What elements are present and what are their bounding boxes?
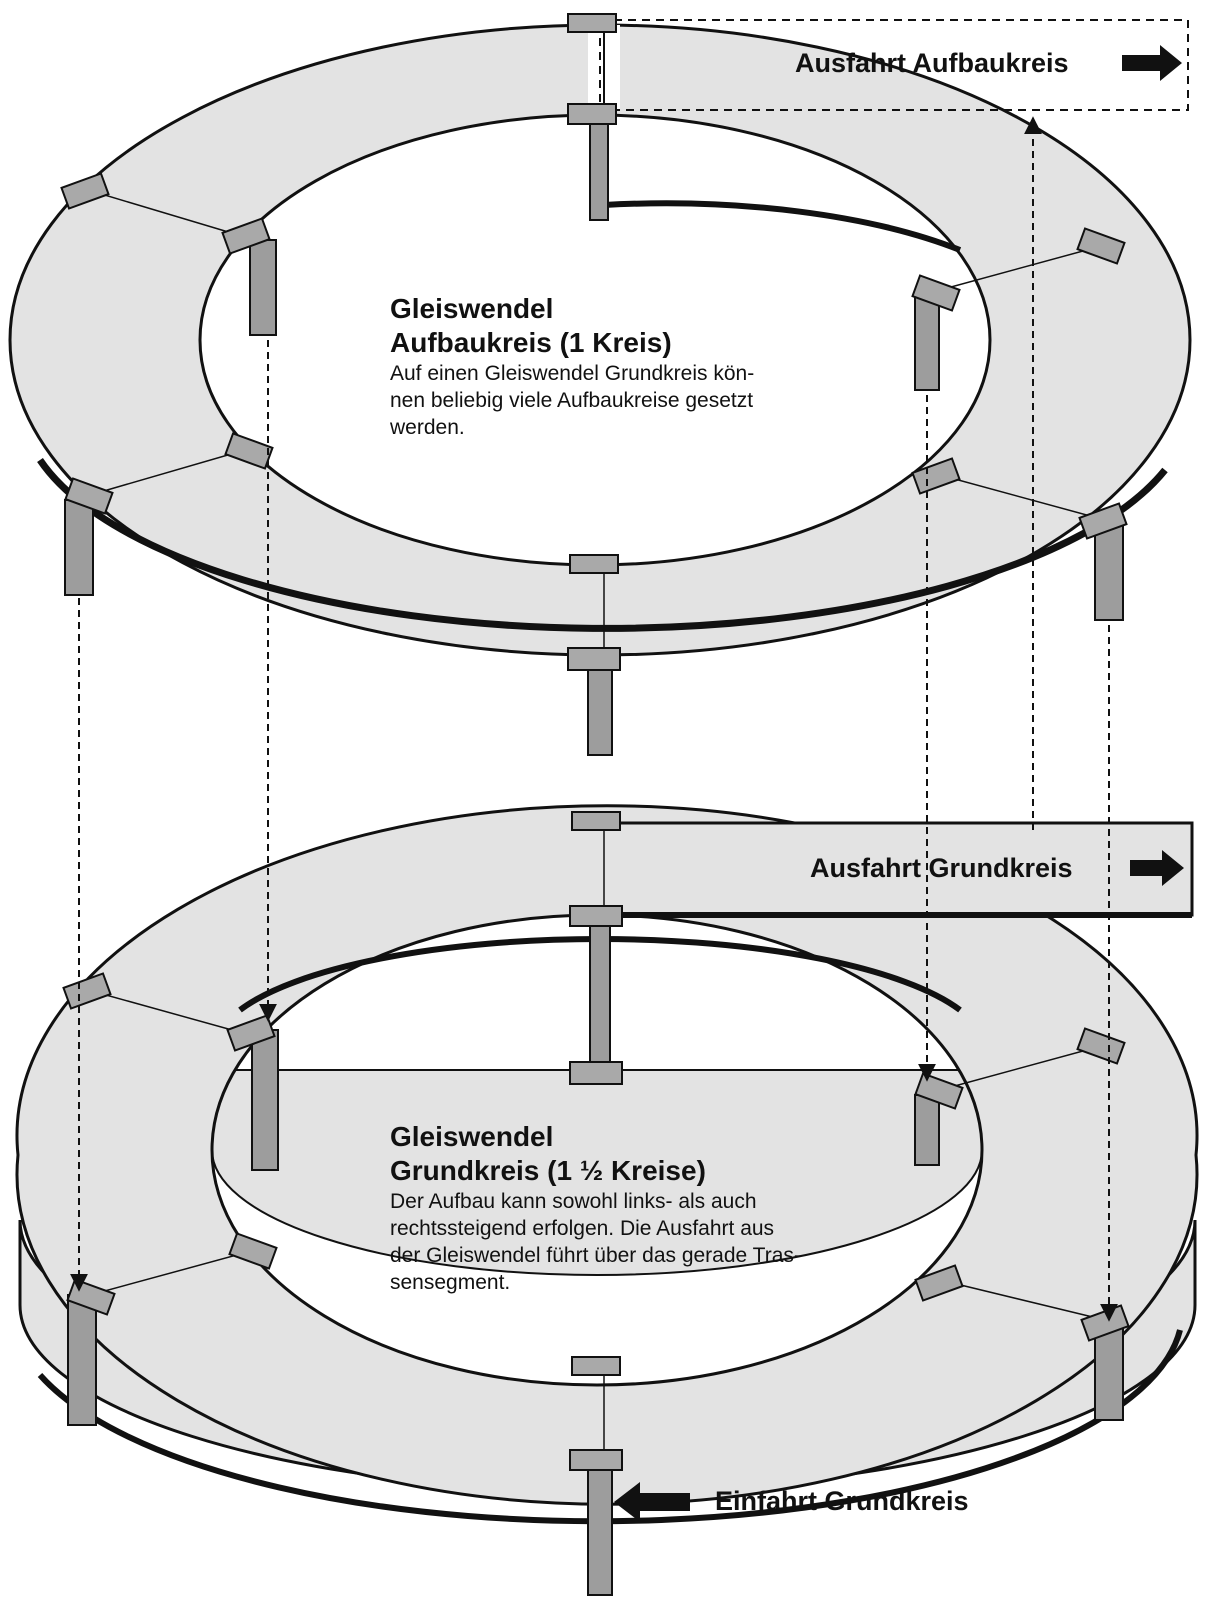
entry-arrow-icon: [614, 1482, 690, 1522]
clamp: [567, 647, 621, 671]
lower-desc-line2: rechtssteigend erfolgen. Die Ausfahrt au…: [390, 1217, 775, 1240]
clamp: [1076, 1027, 1126, 1065]
upper-exit-label: Ausfahrt Aufbaukreis: [795, 48, 1069, 78]
direction-arrows: [614, 45, 1184, 1522]
lower-ring-caption: Gleiswendel Grundkreis (1 ½ Kreise) Der …: [390, 1120, 801, 1296]
clamp: [60, 172, 110, 210]
lower-desc-line1: Der Aufbau kann sowohl links- als auch: [390, 1190, 757, 1213]
lower-ring: [15, 804, 1199, 1525]
clamp: [224, 432, 274, 470]
upper-desc-line1: Auf einen Gleiswendel Grundkreis kön-: [390, 362, 755, 385]
pillar: [251, 1029, 279, 1171]
pillar: [587, 659, 613, 756]
pillar: [914, 1094, 940, 1166]
clamp: [221, 217, 271, 255]
pillars: [64, 114, 1124, 1596]
clamp: [62, 972, 112, 1010]
upper-exit-dashed-box: [599, 19, 1189, 111]
upper-desc-line3: werden.: [390, 416, 465, 439]
pillar: [587, 1459, 613, 1596]
clamp: [1078, 502, 1128, 540]
clamp: [571, 811, 621, 831]
lower-exit-label: Ausfahrt Grundkreis: [810, 853, 1073, 883]
entry-label: Einfahrt Grundkreis: [715, 1486, 969, 1516]
clamp: [571, 1356, 621, 1376]
lower-title-line2: Grundkreis (1 ½ Kreise): [390, 1155, 706, 1186]
lower-desc-line3: der Gleiswendel führt über das gerade Tr…: [390, 1244, 801, 1267]
upper-ring-caption: Gleiswendel Aufbaukreis (1 Kreis) Auf ei…: [390, 292, 754, 441]
upper-ring-annulus: [8, 23, 1192, 657]
pillar: [1094, 1324, 1124, 1421]
clamp: [1076, 227, 1126, 265]
pillar: [589, 114, 609, 221]
lower-exit-arrow-icon: [1130, 850, 1184, 886]
pillar: [64, 499, 94, 596]
clamp: [64, 477, 114, 515]
clamp: [569, 554, 619, 574]
clamp: [567, 13, 617, 33]
upper-ring: [8, 19, 1192, 657]
upper-desc-line2: nen beliebig viele Aufbaukreise gesetzt: [390, 389, 754, 412]
pillar: [589, 914, 611, 1076]
lower-title-line1: Gleiswendel: [390, 1121, 554, 1152]
lower-desc-line4: sensegment.: [390, 1271, 511, 1294]
alignment-arrows: [70, 116, 1118, 1322]
clamp: [567, 103, 617, 125]
clamp: [569, 1449, 623, 1471]
pillar: [249, 239, 277, 336]
upper-exit-arrow-icon: [1122, 45, 1182, 81]
clamp: [228, 1232, 278, 1270]
clamp: [911, 274, 961, 312]
upper-title-line1: Gleiswendel: [390, 293, 554, 324]
lower-ring-inner-wall: [211, 1069, 983, 1276]
upper-title-line2: Aufbaukreis (1 Kreis): [390, 327, 672, 358]
clamp: [914, 1264, 964, 1302]
pillar: [914, 294, 940, 391]
clamp: [226, 1014, 276, 1052]
segment-lines: [87, 30, 1106, 1460]
clamps: [60, 13, 1130, 1471]
clamp: [569, 905, 623, 927]
pillar: [67, 1294, 97, 1426]
clamp: [911, 457, 961, 495]
clamp: [569, 1061, 623, 1085]
clamp: [914, 1072, 964, 1110]
